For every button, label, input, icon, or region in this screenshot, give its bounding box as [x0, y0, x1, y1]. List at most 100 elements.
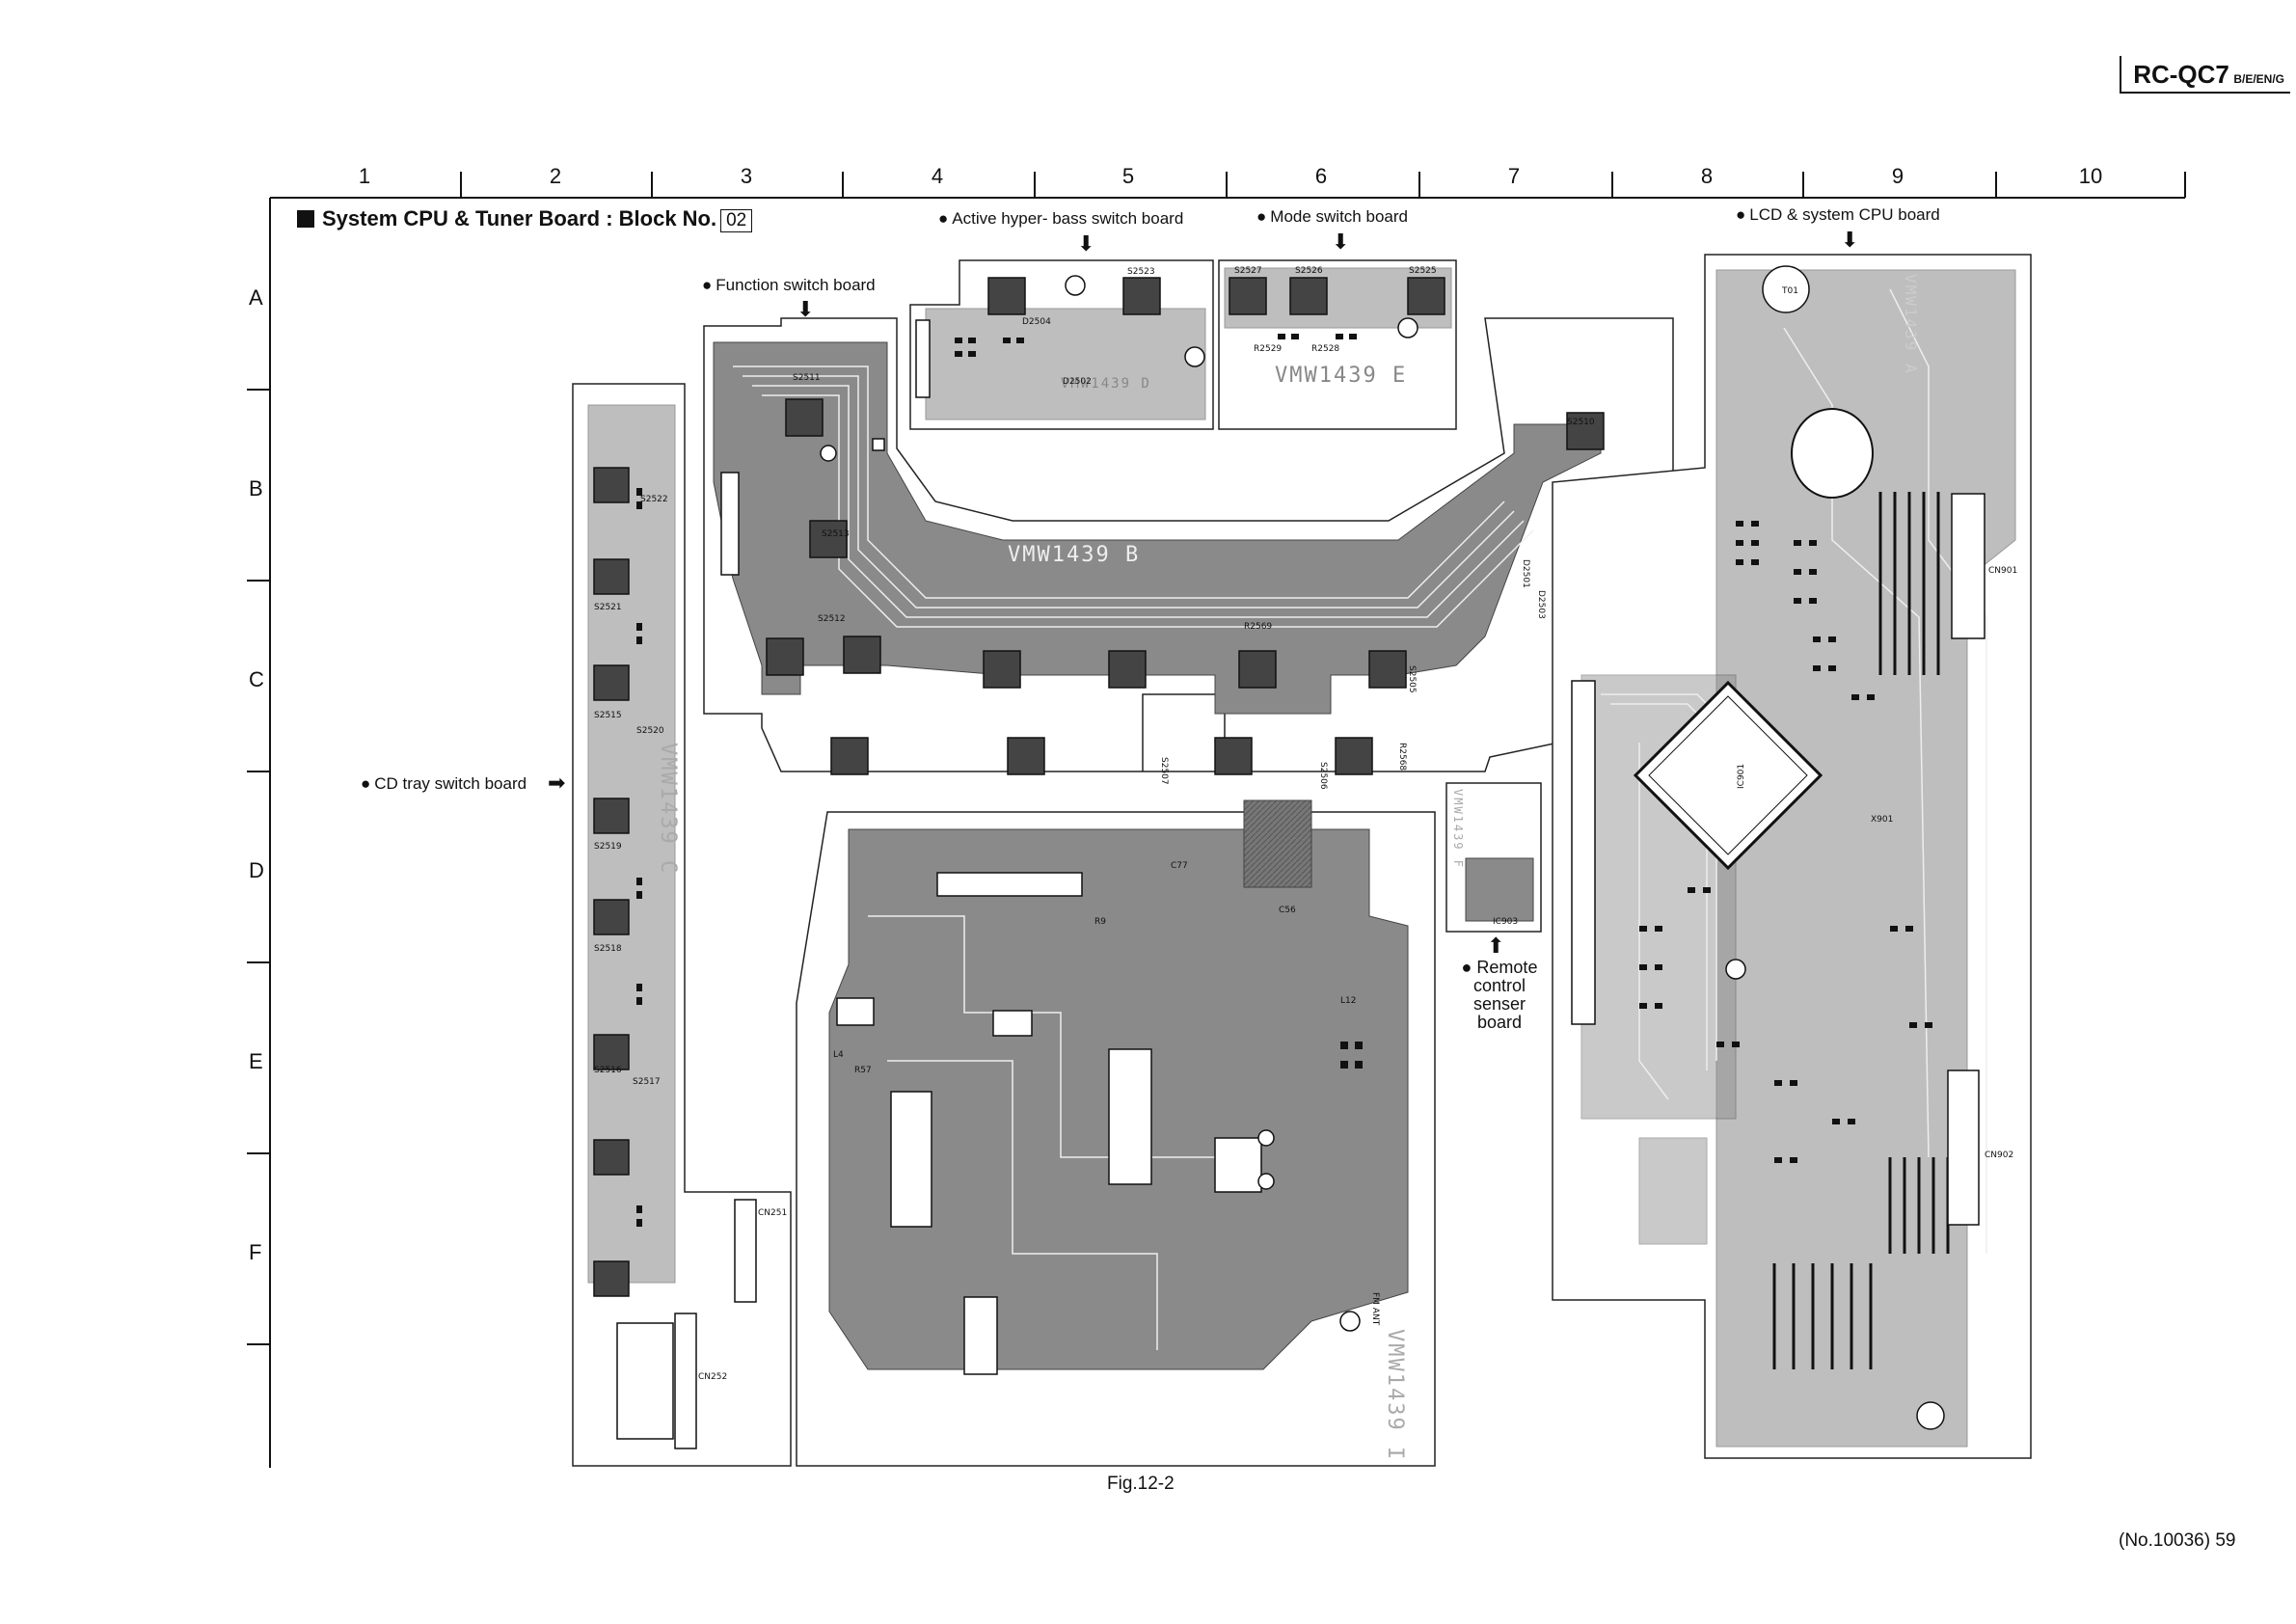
ref-d2504: D2504 — [1022, 317, 1051, 327]
board-label-a: VMW1439 A — [1902, 274, 1920, 375]
ref-fm-ant: FM ANT — [1370, 1292, 1380, 1326]
grid-row-a: A — [249, 285, 263, 310]
switch-s2527 — [1229, 277, 1267, 315]
grid-row-b: B — [249, 476, 263, 501]
ref-ic903: IC903 — [1493, 917, 1518, 927]
connector-cn902 — [1947, 1069, 1980, 1226]
board-label-i: VMW1439 I — [1383, 1329, 1407, 1461]
switch-s2514 — [766, 637, 804, 676]
remote-line-1: ● Remote — [1461, 958, 1538, 977]
board-label-f: VMW1439 F — [1451, 789, 1465, 869]
switch-s2504 — [983, 650, 1021, 689]
ref-s2523: S2523 — [1127, 267, 1155, 277]
ref-c77: C77 — [1171, 861, 1188, 871]
grid-row-e: E — [249, 1049, 263, 1073]
ref-r2568: R2568 — [1397, 743, 1407, 771]
callout-remote-sensor: ● Remote control senser board — [1451, 959, 1548, 1032]
ref-r2529: R2529 — [1254, 344, 1282, 354]
ref-s2506: S2506 — [1318, 762, 1328, 790]
switch-s2523 — [1122, 277, 1161, 315]
arrow-down-icon: ⬇ — [1841, 228, 1859, 252]
connector-cn252 — [674, 1313, 697, 1449]
ref-r9: R9 — [1094, 917, 1106, 927]
ref-s2519: S2519 — [594, 842, 622, 852]
block-number: 02 — [720, 209, 753, 232]
ref-s2505: S2505 — [1407, 665, 1417, 693]
ref-x901: X901 — [1871, 815, 1893, 825]
grid-col-5: 5 — [1121, 164, 1135, 188]
arrow-right-icon: ➡ — [548, 771, 566, 795]
switch-s2513 — [809, 520, 848, 558]
grid-row-f: F — [249, 1240, 262, 1264]
switch-s2505 — [1368, 650, 1407, 689]
grid-col-8: 8 — [1700, 164, 1714, 188]
model-name: RC-QC7 — [2133, 60, 2229, 89]
connector-fn — [720, 472, 740, 576]
remote-line-3: senser — [1472, 994, 1526, 1014]
ref-s2521: S2521 — [594, 603, 622, 612]
grid-col-1: 1 — [358, 164, 371, 188]
grid-col-6: 6 — [1314, 164, 1328, 188]
callout-lcd-cpu: LCD & system CPU board — [1736, 205, 1939, 225]
board-label-d: VMW1439 D — [1061, 376, 1151, 392]
t01-mark — [1762, 265, 1810, 313]
switch-s2510 — [1566, 412, 1605, 450]
ref-s2518: S2518 — [594, 944, 622, 954]
switch-s2506 — [1335, 737, 1373, 775]
arrow-down-icon: ⬇ — [1077, 231, 1095, 256]
page-number: (No.10036) 59 — [2119, 1530, 2236, 1551]
grid-col-3: 3 — [740, 164, 753, 188]
ref-l12: L12 — [1340, 996, 1356, 1006]
grid-frame — [247, 172, 2186, 1468]
arrow-up-icon: ⬆ — [1487, 934, 1505, 958]
ref-l4: L4 — [833, 1050, 844, 1060]
smd-pads — [636, 334, 1932, 1227]
oval-pad — [1791, 408, 1874, 499]
ref-d2501: D2501 — [1521, 559, 1530, 588]
switch-pads — [593, 277, 1605, 1297]
model-suffix: B/E/EN/G — [2233, 72, 2284, 86]
ref-s2512: S2512 — [818, 614, 846, 624]
ref-s2507: S2507 — [1159, 757, 1169, 785]
callout-active-hyper-bass: Active hyper- bass switch board — [938, 209, 1183, 229]
ic901-cpu — [1633, 680, 1823, 871]
connector-ahb — [915, 319, 931, 398]
grid-col-7: 7 — [1507, 164, 1521, 188]
section-title-text: System CPU & Tuner Board : Block No. — [322, 206, 717, 230]
component-refs: S2523 S2526 S2527 S2525 S2510 S2513 S251… — [594, 266, 2017, 1382]
callout-cd-tray: CD tray switch board — [361, 774, 527, 794]
board-label-e: VMW1439 E — [1275, 364, 1407, 388]
switch-s2502 — [1238, 650, 1277, 689]
switch-s2511 — [785, 398, 824, 437]
ref-r2569: R2569 — [1244, 622, 1272, 632]
model-title: RC-QC7 B/E/EN/G — [2120, 56, 2290, 94]
grid-col-2: 2 — [549, 164, 562, 188]
ref-cn901: CN901 — [1988, 566, 2017, 576]
connectors — [616, 319, 1985, 1449]
grid-col-10: 10 — [2078, 164, 2103, 188]
connector-cn251 — [734, 1199, 757, 1303]
switch-s2521 — [593, 1260, 630, 1297]
ref-s2517: S2517 — [633, 1077, 661, 1087]
switch-s2512 — [843, 636, 881, 674]
section-title: System CPU & Tuner Board : Block No.02 — [297, 206, 753, 232]
ref-s2511: S2511 — [793, 373, 821, 383]
connector-lcd-left — [1571, 680, 1596, 1025]
grid-col-9: 9 — [1891, 164, 1904, 188]
switch-s2522 — [987, 277, 1026, 315]
ref-cn902: CN902 — [1985, 1150, 2013, 1160]
ref-s2515: S2515 — [594, 711, 622, 720]
ref-s2516: S2516 — [594, 1066, 622, 1075]
switch-s2522-tray — [593, 467, 630, 503]
switch-s2503 — [1108, 650, 1147, 689]
ref-c56: C56 — [1279, 906, 1296, 915]
trace-lines — [733, 288, 1987, 1350]
ref-s2525: S2525 — [1409, 266, 1437, 276]
ref-s2522: S2522 — [640, 495, 668, 504]
switch-s2517 — [593, 798, 630, 834]
remote-line-4: board — [1476, 1013, 1523, 1032]
arrow-down-icon: ⬇ — [797, 297, 815, 321]
ref-d2503: D2503 — [1536, 590, 1546, 619]
switch-s2518 — [593, 899, 630, 935]
